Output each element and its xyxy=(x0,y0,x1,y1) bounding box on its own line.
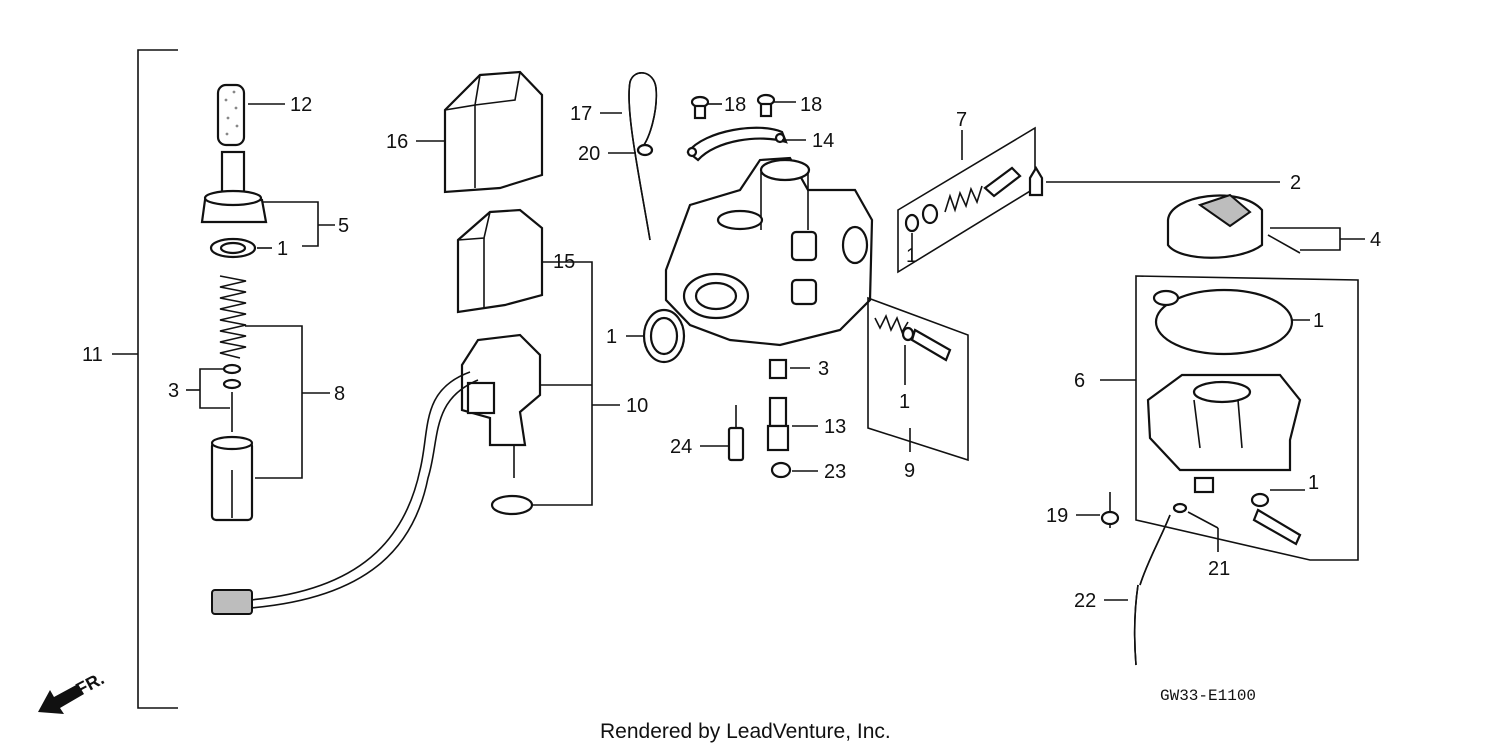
callout-7: 7 xyxy=(956,109,967,131)
carburetor-body xyxy=(664,156,874,347)
chamber-gasket-1 xyxy=(1152,288,1310,356)
callout-1-drain: 1 xyxy=(1308,472,1319,494)
callout-14: 14 xyxy=(812,130,834,152)
callout-19: 19 xyxy=(1046,505,1068,527)
callout-21: 21 xyxy=(1208,558,1230,580)
cover-16 xyxy=(416,70,544,194)
callout-18-right: 18 xyxy=(800,94,822,116)
callout-1-oring: 1 xyxy=(606,326,617,348)
callout-10: 10 xyxy=(626,395,648,417)
callout-6: 6 xyxy=(1074,370,1085,392)
callout-3-clip: 3 xyxy=(168,380,179,402)
callout-23: 23 xyxy=(824,461,846,483)
diagram-code: GW33-E1100 xyxy=(1160,687,1256,705)
clip-3 xyxy=(186,363,242,432)
main-jet-23 xyxy=(770,461,818,479)
credit-text: Rendered by LeadVenture, Inc. xyxy=(600,720,891,743)
callout-5: 5 xyxy=(338,215,349,237)
tube-clip-21 xyxy=(1172,502,1219,552)
clip-20 xyxy=(608,143,654,157)
throttle-valve-8 xyxy=(210,435,254,522)
starter-valve-10 xyxy=(460,333,592,516)
callout-11: 11 xyxy=(82,344,103,366)
callout-13: 13 xyxy=(824,416,846,438)
callout-20: 20 xyxy=(578,143,600,165)
filter-screen-12 xyxy=(216,83,285,147)
callout-1-pilotscrew: 1 xyxy=(899,391,910,413)
starter-wire-harness xyxy=(211,371,479,615)
air-screw-set-7 xyxy=(897,126,1036,274)
callout-17: 17 xyxy=(570,103,592,125)
callout-9: 9 xyxy=(904,460,915,482)
drain-tube-22 xyxy=(1104,514,1171,666)
float-valve-2 xyxy=(1028,165,1280,197)
vent-tube-17 xyxy=(600,72,658,241)
callout-15: 15 xyxy=(553,251,575,273)
callout-8: 8 xyxy=(334,383,345,405)
callout-22: 22 xyxy=(1074,590,1096,612)
callout-2: 2 xyxy=(1290,172,1301,194)
jet-3 xyxy=(768,358,810,380)
pilot-screw-set-9 xyxy=(867,296,969,462)
washer-1 xyxy=(209,237,272,259)
screw-18-left xyxy=(690,95,722,120)
float-4 xyxy=(1166,193,1365,259)
callout-12: 12 xyxy=(290,94,312,116)
cover-15 xyxy=(456,208,620,506)
needle-jet-13 xyxy=(766,396,818,452)
cap-nut-5 xyxy=(200,150,335,247)
callout-18-left: 18 xyxy=(724,94,746,116)
bracket-plate-14 xyxy=(686,126,806,162)
o-ring-1 xyxy=(626,308,686,364)
chamber-bracket-6 xyxy=(1100,275,1359,561)
callout-3-jet: 3 xyxy=(818,358,829,380)
callout-1-airscrew: 1 xyxy=(906,245,917,267)
slow-jet-24 xyxy=(700,405,745,462)
drain-screw-1-19 xyxy=(1076,489,1305,546)
callout-4: 4 xyxy=(1370,229,1381,251)
callout-1-gasket: 1 xyxy=(1313,310,1324,332)
callout-1-washer: 1 xyxy=(277,238,288,260)
float-chamber-6 xyxy=(1146,373,1302,494)
bracket-11 xyxy=(112,49,178,709)
spring-8 xyxy=(219,275,330,479)
front-direction-arrow: FR. xyxy=(38,668,107,714)
screw-18-right xyxy=(756,93,796,118)
callout-labels: 12 5 1 11 3 8 16 15 10 17 20 18 18 14 1 … xyxy=(82,94,1381,612)
callout-16: 16 xyxy=(386,131,408,153)
callout-24: 24 xyxy=(670,436,692,458)
